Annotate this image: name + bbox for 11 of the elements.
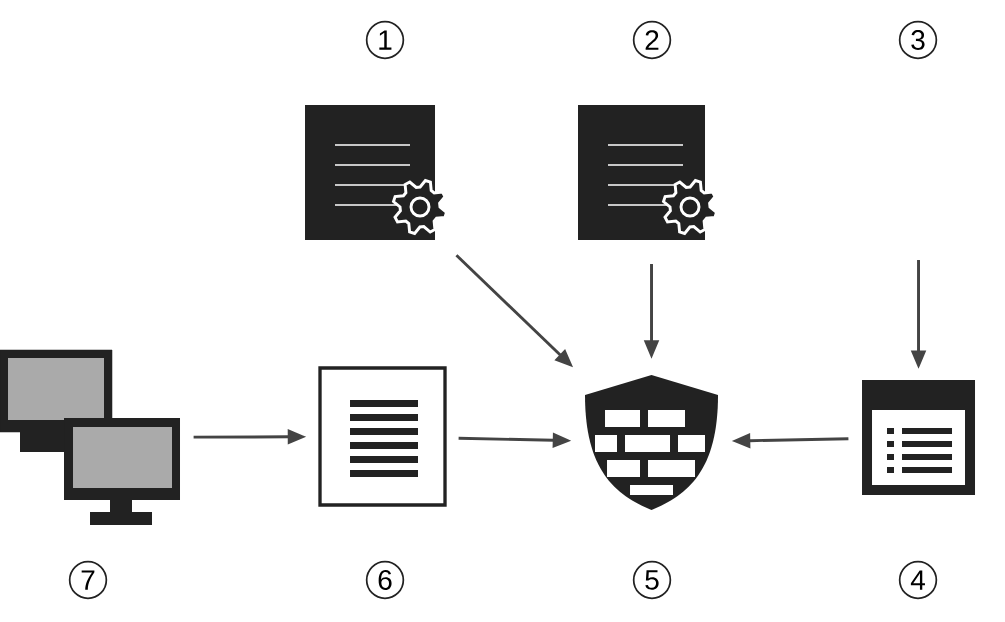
callout-number: 1 — [365, 20, 405, 60]
computers-icon — [0, 349, 180, 525]
callout-number: 4 — [898, 560, 938, 600]
callout-number: 7 — [68, 560, 108, 600]
firewall-shield-icon — [585, 375, 718, 510]
callout-number: 2 — [632, 20, 672, 60]
app-window-icon — [862, 380, 975, 495]
callout-number: 6 — [365, 560, 405, 600]
callout-number: 5 — [632, 560, 672, 600]
callout-number: 3 — [898, 20, 938, 60]
document-icon — [318, 366, 447, 507]
